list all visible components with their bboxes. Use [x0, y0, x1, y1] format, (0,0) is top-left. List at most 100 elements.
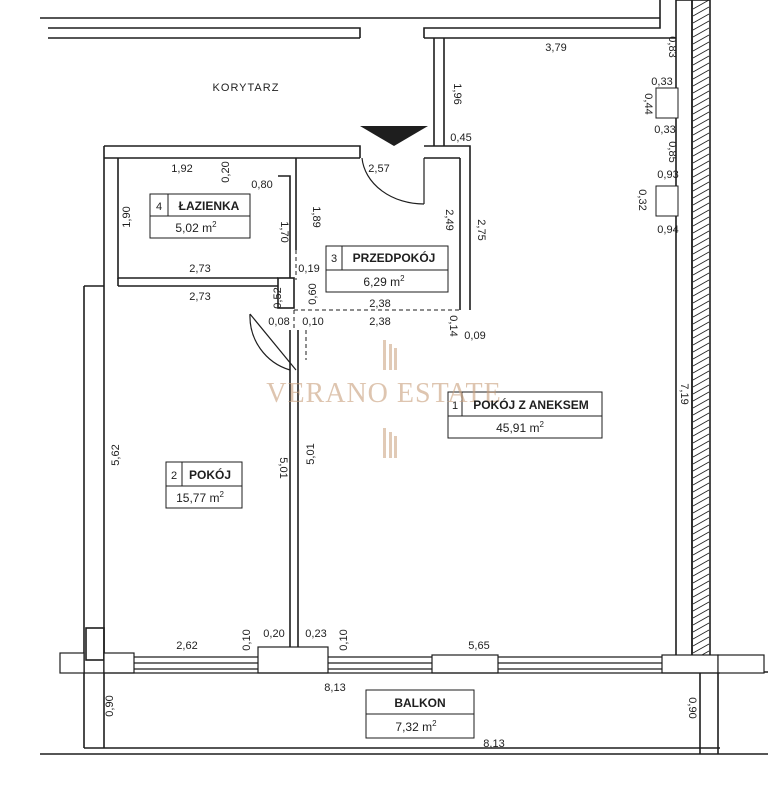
dim-label: 1,70: [278, 221, 290, 242]
dim-label: 5,62: [110, 444, 122, 465]
hatch-stroke: [692, 167, 710, 178]
hatch-stroke: [692, 489, 710, 500]
hatch-stroke: [692, 76, 710, 87]
hatch-stroke: [692, 118, 710, 129]
hatch-stroke: [692, 314, 710, 325]
hatch-stroke: [692, 55, 710, 66]
dimension-labels: 3,79 0,83 1,96 0,33 0,44 0,33 0,85 0,93 …: [104, 36, 698, 750]
hatch-stroke: [692, 608, 710, 619]
hatch-stroke: [692, 104, 710, 115]
hatch-stroke: [692, 531, 710, 542]
hatch-stroke: [692, 27, 710, 38]
doors: [249, 157, 425, 371]
hatch-stroke: [692, 293, 710, 304]
room-2-area: 15,77 m2: [176, 490, 224, 505]
dim-label: 2,49: [443, 209, 455, 230]
dim-label: 0,94: [657, 224, 678, 236]
hatch-stroke: [692, 90, 710, 101]
dim-label: 0,83: [666, 36, 678, 57]
hatch-stroke: [692, 573, 710, 584]
hatch-stroke: [692, 587, 710, 598]
room-4-area: 5,02 m2: [175, 220, 217, 235]
dim-label: 0,93: [657, 169, 678, 181]
hatch-stroke: [692, 461, 710, 472]
room-1-number: 1: [452, 400, 458, 412]
dim-label: 0,44: [642, 93, 654, 114]
walls: [40, 0, 768, 755]
hatch-stroke: [692, 321, 710, 332]
hatch-stroke: [692, 265, 710, 276]
hatch-stroke: [692, 384, 710, 395]
hatch-stroke: [692, 335, 710, 346]
hatch-stroke: [692, 125, 710, 136]
dim-label: 0,80: [251, 179, 272, 191]
hatch-stroke: [692, 111, 710, 122]
dim-label: 0,10: [338, 629, 350, 650]
hatch-stroke: [692, 370, 710, 381]
dim-label: 0,20: [263, 628, 284, 640]
dim-label: 0,52: [272, 287, 284, 308]
hatch-stroke: [692, 566, 710, 577]
dim-label: 0,08: [268, 316, 289, 328]
hatch-stroke: [692, 503, 710, 514]
hatch-stroke: [692, 195, 710, 206]
hatch-stroke: [692, 377, 710, 388]
hatch-stroke: [692, 433, 710, 444]
dim-label: 3,79: [545, 42, 566, 54]
dim-label: 2,73: [189, 263, 210, 275]
hatch-stroke: [692, 20, 710, 31]
hatch-stroke: [692, 398, 710, 409]
hatch-stroke: [692, 545, 710, 556]
room-3-area: 6,29 m2: [363, 274, 405, 289]
hatch-stroke: [692, 97, 710, 108]
dim-label: 1,96: [451, 83, 463, 104]
dim-label: 2,73: [189, 291, 210, 303]
hatch-stroke: [692, 454, 710, 465]
dim-label: 1,92: [171, 163, 192, 175]
dim-label: 0,85: [666, 141, 678, 162]
dim-label: 8,13: [483, 738, 504, 750]
watermark-logo: [383, 340, 397, 458]
hatch-stroke: [692, 300, 710, 311]
dim-label: 5,01: [277, 457, 289, 478]
hatch-stroke: [692, 419, 710, 430]
room-4-number: 4: [156, 201, 162, 213]
hatch-stroke: [692, 405, 710, 416]
corridor-label: KORYTARZ: [213, 82, 280, 94]
hatch-stroke: [692, 6, 710, 17]
hatch-stroke: [692, 174, 710, 185]
hatch-stroke: [692, 223, 710, 234]
dim-label: 2,75: [475, 219, 487, 240]
hatch-stroke: [692, 181, 710, 192]
hatch-stroke: [692, 286, 710, 297]
hatch-stroke: [692, 559, 710, 570]
dim-label: 0,90: [104, 695, 116, 716]
room-2-name: POKÓJ: [189, 467, 231, 482]
hatch-stroke: [692, 209, 710, 220]
room-3-name: PRZEDPOKÓJ: [353, 250, 436, 265]
hatch-stroke: [692, 356, 710, 367]
hatch-stroke: [692, 69, 710, 80]
dim-label: 0,60: [307, 283, 319, 304]
dim-label: 2,38: [369, 298, 390, 310]
dim-label: 0,14: [447, 315, 459, 336]
room-texts: KORYTARZ 4 ŁAZIENKA 5,02 m2 3 PRZEDPOKÓJ…: [156, 82, 589, 734]
hatch-stroke: [692, 363, 710, 374]
hatch-stroke: [692, 496, 710, 507]
dim-label: 0,45: [450, 132, 471, 144]
hatch-stroke: [692, 391, 710, 402]
dashed-lines: [289, 196, 460, 360]
hatch-stroke: [692, 258, 710, 269]
hatch-stroke: [692, 216, 710, 227]
room-2-number: 2: [171, 470, 177, 482]
hatch-stroke: [692, 447, 710, 458]
hatch-stroke: [692, 601, 710, 612]
balcony-name: BALKON: [394, 696, 445, 710]
hatch-stroke: [692, 412, 710, 423]
hatch-stroke: [692, 517, 710, 528]
hatch-stroke: [692, 482, 710, 493]
hatch-stroke: [692, 552, 710, 563]
watermark-text: VERANO ESTATE: [266, 378, 502, 409]
label-boxes: [149, 87, 679, 739]
